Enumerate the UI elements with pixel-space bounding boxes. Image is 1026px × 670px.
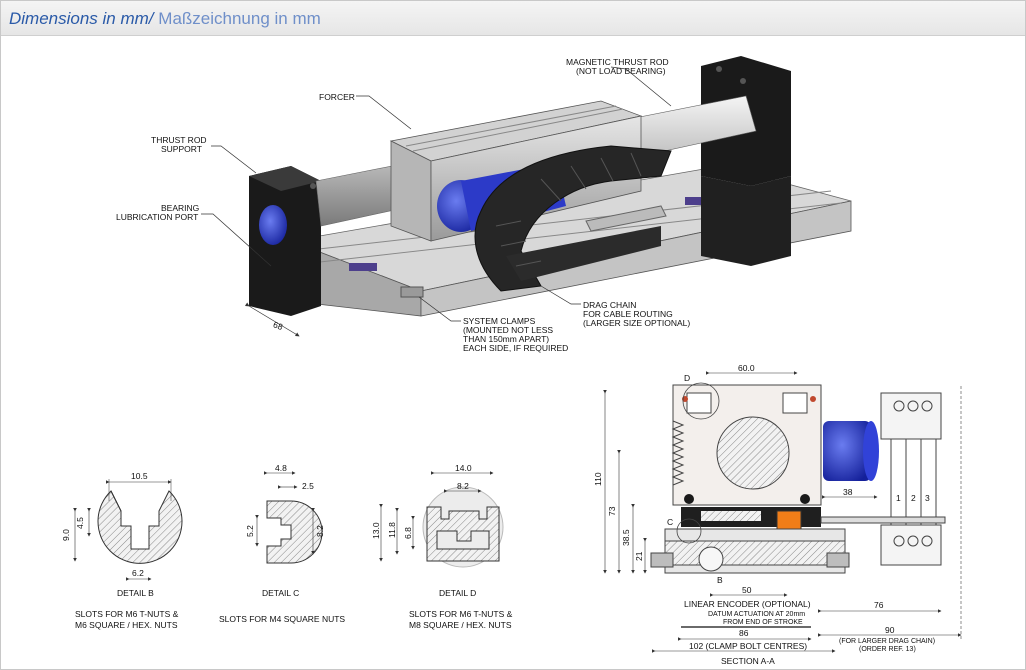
section-drag-chain-top [880, 392, 942, 440]
title-german: Maßzeichnung in mm [158, 9, 321, 28]
dim-section-76: 76 [874, 600, 884, 610]
section-rod [716, 416, 790, 490]
detail-d: 14.0 8.2 13.0 11.8 6.8 DETAIL D SLOTS FO… [371, 463, 513, 630]
section-n3: 3 [925, 493, 930, 503]
dim-b-bottom: 6.2 [132, 568, 144, 578]
dim-d-top: 14.0 [455, 463, 472, 473]
detail-d-desc-2: M8 SQUARE / HEX. NUTS [409, 620, 512, 630]
dim-section-38-5: 38.5 [621, 529, 631, 546]
dim-c-right: 8.2 [315, 525, 325, 537]
label-thrust-rod-support: THRUST ROD [151, 135, 207, 145]
label-magnetic-rod-note: (NOT LOAD BEARING) [576, 66, 666, 76]
dim-section-86: 86 [739, 628, 749, 638]
section-label-b: B [717, 575, 723, 585]
dim-b-top: 10.5 [131, 471, 148, 481]
section-label-c: C [667, 517, 673, 527]
label-drag-chain: DRAG CHAIN [583, 300, 636, 310]
dim-section-73: 73 [607, 506, 617, 516]
label-bearing: BEARING [161, 203, 199, 213]
end-block-left [249, 166, 321, 316]
label-lubrication-port: LUBRICATION PORT [116, 212, 198, 222]
label-clamps-3: THAN 150mm APART) [463, 334, 549, 344]
actuator-3d-view [249, 56, 852, 317]
label-drag-chain-2: FOR CABLE ROUTING [583, 309, 673, 319]
label-forcer: FORCER [319, 92, 355, 102]
dim-section-38: 38 [843, 487, 853, 497]
label-clamps-2: (MOUNTED NOT LESS [463, 325, 553, 335]
section-motor [823, 421, 871, 481]
dim-68: 68 [272, 319, 285, 332]
label-system-clamps: SYSTEM CLAMPS [463, 316, 536, 326]
detail-c-title: DETAIL C [262, 588, 299, 598]
dim-b-left-outer: 9.0 [61, 529, 71, 541]
section-encoder-end: FROM END OF STROKE [723, 619, 803, 626]
detail-c: 4.8 2.5 5.2 8.2 DETAIL C SLOTS FOR M4 SQ… [219, 463, 345, 624]
clamp [349, 263, 377, 271]
dim-b-left-inner: 4.5 [75, 517, 85, 529]
section-a-a: D C B [593, 363, 962, 666]
section-drag-chain-bottom [880, 524, 942, 566]
dim-d-left-outer: 13.0 [371, 522, 381, 539]
drag-chain [474, 145, 672, 292]
dim-d-left-inner: 6.8 [403, 527, 413, 539]
dim-d-inner: 8.2 [457, 481, 469, 491]
section-order-ref: (ORDER REF. 13) [859, 646, 916, 653]
dim-section-110: 110 [593, 472, 603, 486]
detail-b-desc-1: SLOTS FOR M6 T-NUTS & [75, 609, 179, 619]
label-drag-chain-3: (LARGER SIZE OPTIONAL) [583, 318, 690, 328]
dim-section-90: 90 [885, 625, 895, 635]
section-title: SECTION A-A [721, 656, 775, 666]
detail-d-desc-1: SLOTS FOR M6 T-NUTS & [409, 609, 513, 619]
section-larger-chain: (FOR LARGER DRAG CHAIN) [839, 638, 935, 645]
section-n1: 1 [896, 493, 901, 503]
bearing-left [259, 205, 287, 245]
detail-d-title: DETAIL D [439, 588, 476, 598]
dim-d-left-mid: 11.8 [387, 522, 397, 538]
detail-b-title: DETAIL B [117, 588, 154, 598]
dim-c-top: 4.8 [275, 463, 287, 473]
end-block-right-bottom [701, 176, 791, 266]
detail-c-desc-1: SLOTS FOR M4 SQUARE NUTS [219, 614, 345, 624]
callouts-3d: MAGNETIC THRUST ROD (NOT LOAD BEARING) F… [116, 57, 690, 353]
dim-c-left: 5.2 [245, 525, 255, 537]
dim-line-68 [244, 302, 300, 337]
dim-section-50: 50 [742, 585, 752, 595]
dim-section-21: 21 [634, 551, 644, 561]
section-label-d: D [684, 373, 690, 383]
page-header: Dimensions in mm/ Maßzeichnung in mm [1, 1, 1025, 36]
clamp [685, 197, 709, 205]
label-thrust-rod-support-2: SUPPORT [161, 144, 202, 154]
dim-c-top-right: 2.5 [302, 481, 314, 491]
section-encoder-label: LINEAR ENCODER (OPTIONAL) [684, 599, 811, 609]
section-n2: 2 [911, 493, 916, 503]
page-title: Dimensions in mm/ Maßzeichnung in mm [9, 9, 321, 29]
detail-b-desc-2: M6 SQUARE / HEX. NUTS [75, 620, 178, 630]
section-encoder-datum: DATUM ACTUATION AT 20mm [708, 611, 805, 618]
dim-section-60: 60.0 [738, 363, 755, 373]
detail-b: 10.5 9.0 4.5 6.2 DETAIL B SLOTS FOR M6 T… [61, 471, 183, 630]
label-magnetic-rod: MAGNETIC THRUST ROD [566, 57, 669, 67]
clamp-block [400, 286, 424, 298]
title-english: Dimensions in mm/ [9, 9, 154, 28]
dim-section-102: 102 (CLAMP BOLT CENTRES) [689, 641, 807, 651]
label-clamps-4: EACH SIDE, IF REQUIRED [463, 343, 568, 353]
